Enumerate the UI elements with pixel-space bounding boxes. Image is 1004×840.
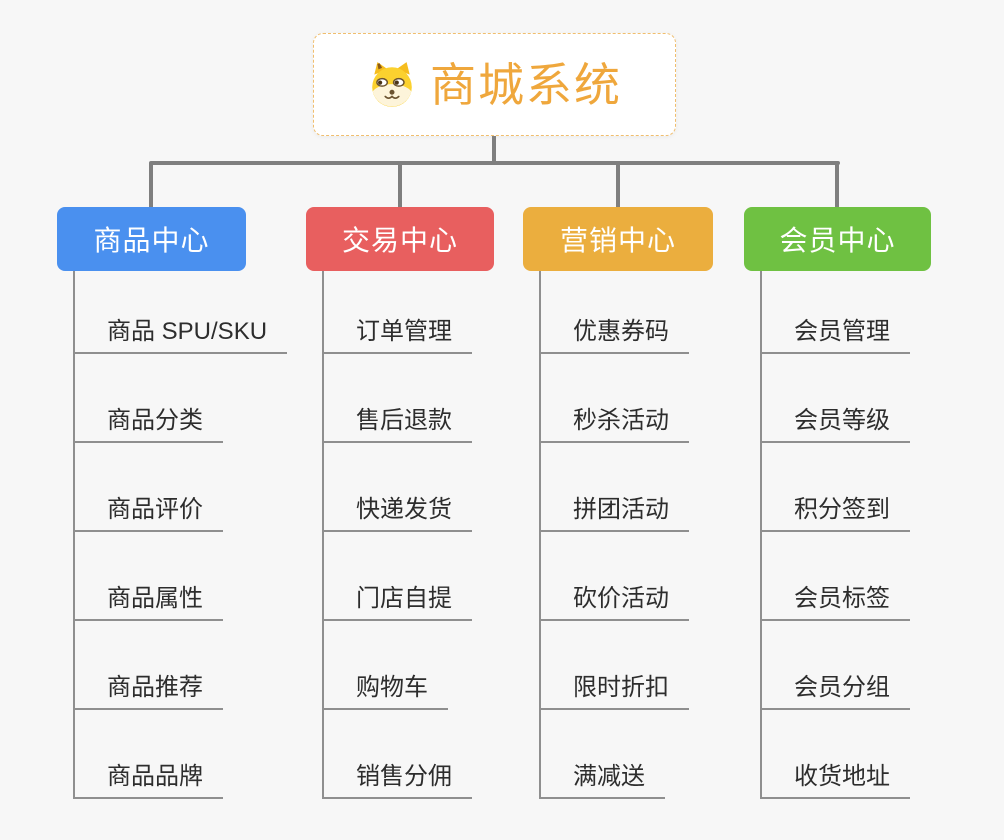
leaf-node-shipping-address[interactable]: 收货地址 [762, 710, 910, 799]
connector-horizontal [149, 161, 840, 165]
leaf-node-product-spu-sku[interactable]: 商品 SPU/SKU [75, 271, 288, 354]
leaf-node-member-management[interactable]: 会员管理 [762, 271, 910, 354]
leaf-node-member-level[interactable]: 会员等级 [762, 354, 910, 443]
root-node[interactable]: 商城系统 [313, 33, 676, 136]
branch-node-member[interactable]: 会员中心 [744, 207, 931, 271]
connector-drop-trade [398, 163, 402, 207]
leaf-node-points-checkin[interactable]: 积分签到 [762, 443, 910, 532]
leaf-node-bargain-activity[interactable]: 砍价活动 [541, 532, 689, 621]
branch-node-trade[interactable]: 交易中心 [306, 207, 494, 271]
branch-label: 营销中心 [559, 225, 676, 256]
branch-node-product[interactable]: 商品中心 [57, 207, 246, 271]
branch-product-children: 商品 SPU/SKU 商品分类 商品评价 商品属性 商品推荐 商品品牌 [73, 271, 288, 799]
dog-face-icon [367, 60, 417, 110]
connector-drop-product [149, 163, 153, 207]
leaf-node-group-buy[interactable]: 拼团活动 [541, 443, 689, 532]
leaf-node-express-shipping[interactable]: 快递发货 [324, 443, 472, 532]
leaf-node-store-pickup[interactable]: 门店自提 [324, 532, 472, 621]
branch-trade-children: 订单管理 售后退款 快递发货 门店自提 购物车 销售分佣 [322, 271, 472, 799]
leaf-node-product-category[interactable]: 商品分类 [75, 354, 223, 443]
leaf-node-product-attribute[interactable]: 商品属性 [75, 532, 223, 621]
leaf-node-member-group[interactable]: 会员分组 [762, 621, 910, 710]
leaf-node-product-recommend[interactable]: 商品推荐 [75, 621, 223, 710]
leaf-node-after-sales-refund[interactable]: 售后退款 [324, 354, 472, 443]
leaf-node-limited-time-discount[interactable]: 限时折扣 [541, 621, 689, 710]
leaf-node-shopping-cart[interactable]: 购物车 [324, 621, 448, 710]
branch-member-children: 会员管理 会员等级 积分签到 会员标签 会员分组 收货地址 [760, 271, 910, 799]
leaf-node-flash-sale[interactable]: 秒杀活动 [541, 354, 689, 443]
connector-drop-member [835, 163, 839, 207]
branch-label: 商品中心 [93, 225, 210, 256]
leaf-node-full-reduction[interactable]: 满减送 [541, 710, 665, 799]
leaf-node-product-review[interactable]: 商品评价 [75, 443, 223, 532]
leaf-node-coupon-code[interactable]: 优惠券码 [541, 271, 689, 354]
leaf-node-product-brand[interactable]: 商品品牌 [75, 710, 223, 799]
branch-marketing-children: 优惠券码 秒杀活动 拼团活动 砍价活动 限时折扣 满减送 [539, 271, 689, 799]
branch-label: 会员中心 [779, 225, 896, 256]
leaf-node-member-tag[interactable]: 会员标签 [762, 532, 910, 621]
connector-drop-marketing [616, 163, 620, 207]
connector-root-stub [492, 136, 496, 163]
leaf-node-sales-commission[interactable]: 销售分佣 [324, 710, 472, 799]
branch-node-marketing[interactable]: 营销中心 [523, 207, 713, 271]
root-title: 商城系统 [430, 58, 622, 111]
branch-label: 交易中心 [341, 225, 458, 256]
leaf-node-order-management[interactable]: 订单管理 [324, 271, 472, 354]
